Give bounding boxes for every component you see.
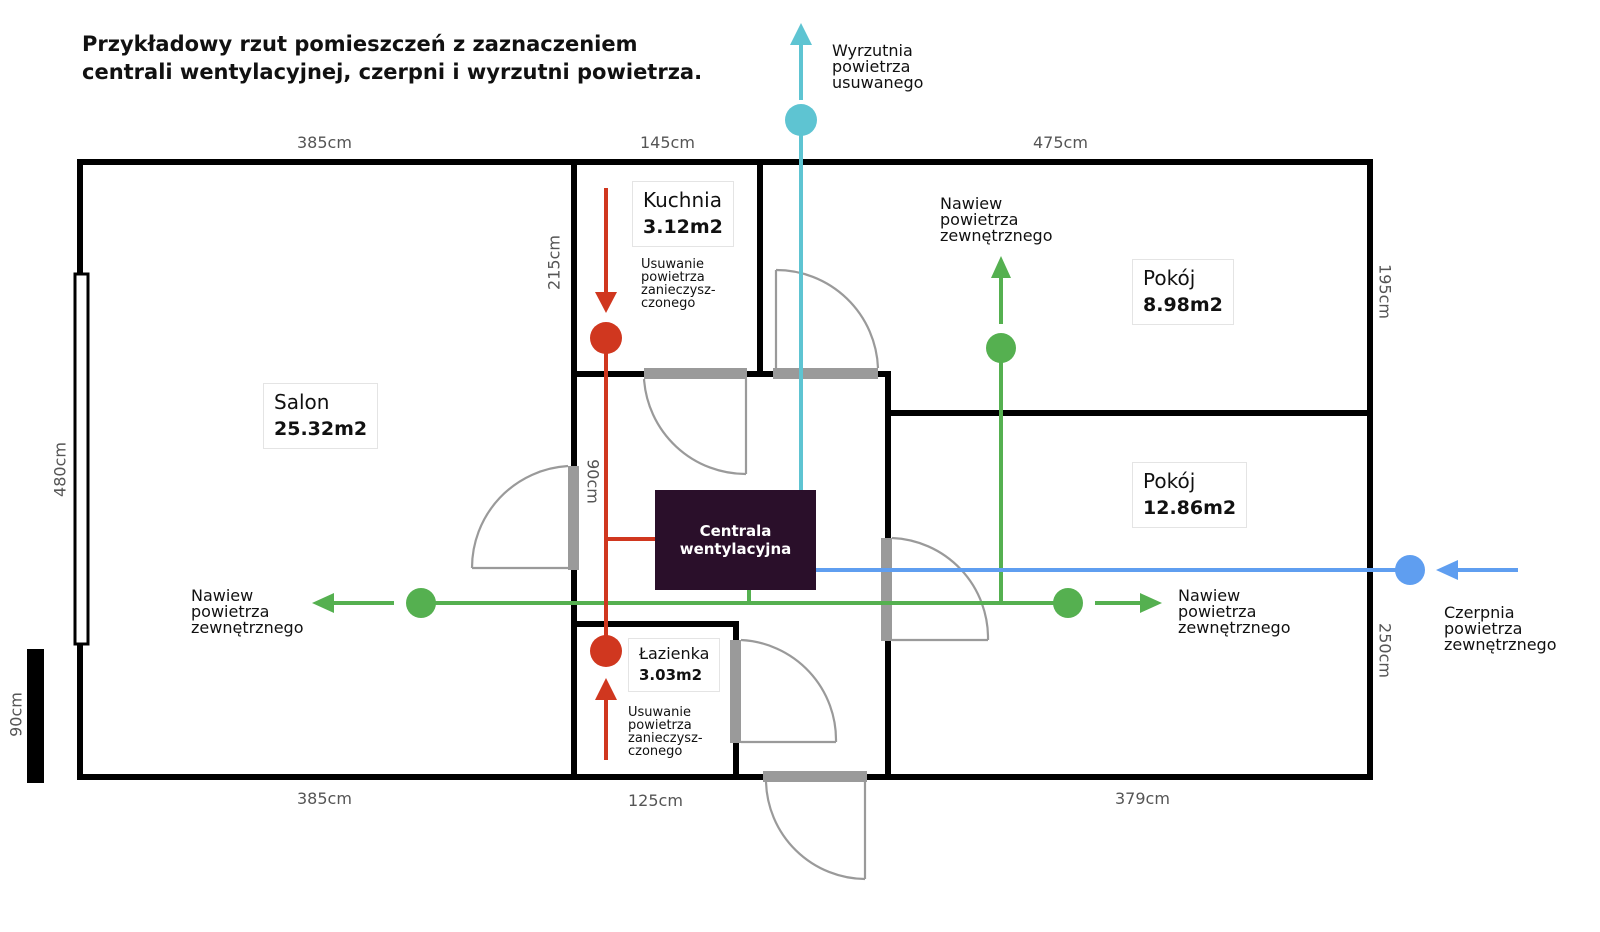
room-name: Pokój <box>1143 469 1196 493</box>
supply-diffuser-salon <box>406 588 436 618</box>
dim-left-door: 90cm <box>6 692 26 737</box>
dim-hall-door: 90cm <box>583 459 603 504</box>
note-line: Czerpnia <box>1444 603 1515 622</box>
note-line: zewnętrznego <box>1444 635 1557 654</box>
note-exhaust-outlet: Wyrzutnia powietrza usuwanego <box>832 43 923 91</box>
note-line: Usuwanie <box>641 257 704 272</box>
room-area: 25.32m2 <box>274 418 368 440</box>
dim-bottom-right: 379cm <box>1115 789 1170 808</box>
note-intake: Czerpnia powietrza zewnętrznego <box>1444 605 1557 653</box>
note-line: zanieczysz- <box>641 283 716 298</box>
note-line: powietrza <box>1178 602 1257 621</box>
supply-right-arrowhead <box>1140 593 1162 613</box>
exhaust-arrowhead <box>790 23 812 45</box>
note-line: Nawiew <box>1178 586 1241 605</box>
room-area: 3.12m2 <box>643 216 723 238</box>
note-line: czonego <box>641 296 696 311</box>
extract-lazienka-arrowhead <box>595 678 617 700</box>
room-name: Salon <box>274 390 330 414</box>
note-line: zewnętrznego <box>191 618 304 637</box>
note-line: powietrza <box>940 210 1019 229</box>
note-line: powietrza <box>832 57 911 76</box>
door-salon-leaf <box>568 466 579 570</box>
note-line: powietrza <box>191 602 270 621</box>
doors <box>470 268 990 881</box>
note-line: usuwanego <box>832 73 924 92</box>
room-area: 8.98m2 <box>1143 294 1223 316</box>
door-entrance-swing <box>764 781 866 881</box>
room-label-salon: Salon 25.32m2 <box>263 383 379 449</box>
note-line: Nawiew <box>191 586 254 605</box>
dim-top-right: 475cm <box>1033 133 1088 152</box>
note-line: powietrza <box>641 270 705 285</box>
note-line: powietrza <box>628 718 692 733</box>
door-scale-bar <box>27 649 44 783</box>
note-line: powietrza <box>1444 619 1523 638</box>
room-area: 3.03m2 <box>639 666 703 684</box>
room-label-pokoj-2: Pokój 12.86m2 <box>1132 462 1248 528</box>
note-line: Usuwanie <box>628 705 691 720</box>
door-kitchen-leaf <box>644 368 747 379</box>
room-name: Łazienka <box>639 644 710 663</box>
note-supply-pokoj: Nawiew powietrza zewnętrznego <box>940 196 1053 244</box>
supply-pokoj-arrowhead <box>991 256 1011 278</box>
title-line-2: centrali wentylacyjnej, czerpni i wyrzut… <box>82 60 703 84</box>
extract-point-kuchnia <box>590 322 622 354</box>
room-label-lazienka: Łazienka 3.03m2 <box>628 638 721 692</box>
room-label-pokoj-1: Pokój 8.98m2 <box>1132 259 1234 325</box>
supply-diffuser-pokoj2 <box>1053 588 1083 618</box>
note-extract-lazienka: Usuwanie powietrza zanieczysz- czonego <box>628 706 703 758</box>
door-entrance-leaf <box>763 771 867 782</box>
note-supply-right: Nawiew powietrza zewnętrznego <box>1178 588 1291 636</box>
intake-duct <box>816 555 1518 585</box>
extract-point-lazienka <box>590 635 622 667</box>
dim-kitchen-height: 215cm <box>544 235 564 290</box>
door-pokoj2-leaf <box>881 538 892 641</box>
note-line: zanieczysz- <box>628 731 703 746</box>
door-pokoj1-swing <box>775 268 880 369</box>
unit-label-1: Centrala <box>699 522 772 540</box>
supply-salon-arrowhead <box>312 593 334 613</box>
room-label-kuchnia: Kuchnia 3.12m2 <box>632 181 734 247</box>
door-kitchen-swing <box>642 378 747 476</box>
door-pokoj2-swing <box>891 536 990 641</box>
room-name: Kuchnia <box>643 188 722 212</box>
room-name: Pokój <box>1143 266 1196 290</box>
unit-label-2: wentylacyjna <box>679 540 792 558</box>
window <box>73 272 90 646</box>
door-pokoj1-leaf <box>773 368 878 379</box>
room-area: 12.86m2 <box>1143 497 1237 519</box>
supply-ducts <box>421 348 1068 605</box>
door-bathroom-leaf <box>730 640 741 743</box>
ventilation-unit: Centrala wentylacyjna <box>655 490 816 590</box>
dim-bottom-left: 385cm <box>297 789 352 808</box>
intake-point <box>1395 555 1425 585</box>
title-line-1: Przykładowy rzut pomieszczeń z zaznaczen… <box>82 32 638 56</box>
extract-ducts <box>590 188 655 760</box>
dim-bottom-middle: 125cm <box>628 791 683 810</box>
note-line: Nawiew <box>940 194 1003 213</box>
note-line: zewnętrznego <box>940 226 1053 245</box>
diagram-title: Przykładowy rzut pomieszczeń z zaznaczen… <box>82 30 782 86</box>
supply-diffuser-pokoj1 <box>986 333 1016 363</box>
dim-left-wall: 480cm <box>50 442 70 497</box>
dim-right-upper: 195cm <box>1375 264 1395 319</box>
supply-arrows <box>312 256 1162 613</box>
door-bathroom-swing <box>740 638 838 743</box>
exhaust-point <box>785 104 817 136</box>
note-line: zewnętrznego <box>1178 618 1291 637</box>
intake-arrowhead <box>1436 560 1458 580</box>
note-supply-salon: Nawiew powietrza zewnętrznego <box>191 588 304 636</box>
note-line: czonego <box>628 744 683 759</box>
note-extract-kuchnia: Usuwanie powietrza zanieczysz- czonego <box>641 258 716 310</box>
exhaust-duct <box>785 23 817 490</box>
door-salon-swing <box>470 464 569 569</box>
dim-right-lower: 250cm <box>1375 623 1395 678</box>
dim-top-left: 385cm <box>297 133 352 152</box>
note-line: Wyrzutnia <box>832 41 913 60</box>
dim-top-middle: 145cm <box>640 133 695 152</box>
extract-kuchnia-arrowhead <box>595 292 617 313</box>
